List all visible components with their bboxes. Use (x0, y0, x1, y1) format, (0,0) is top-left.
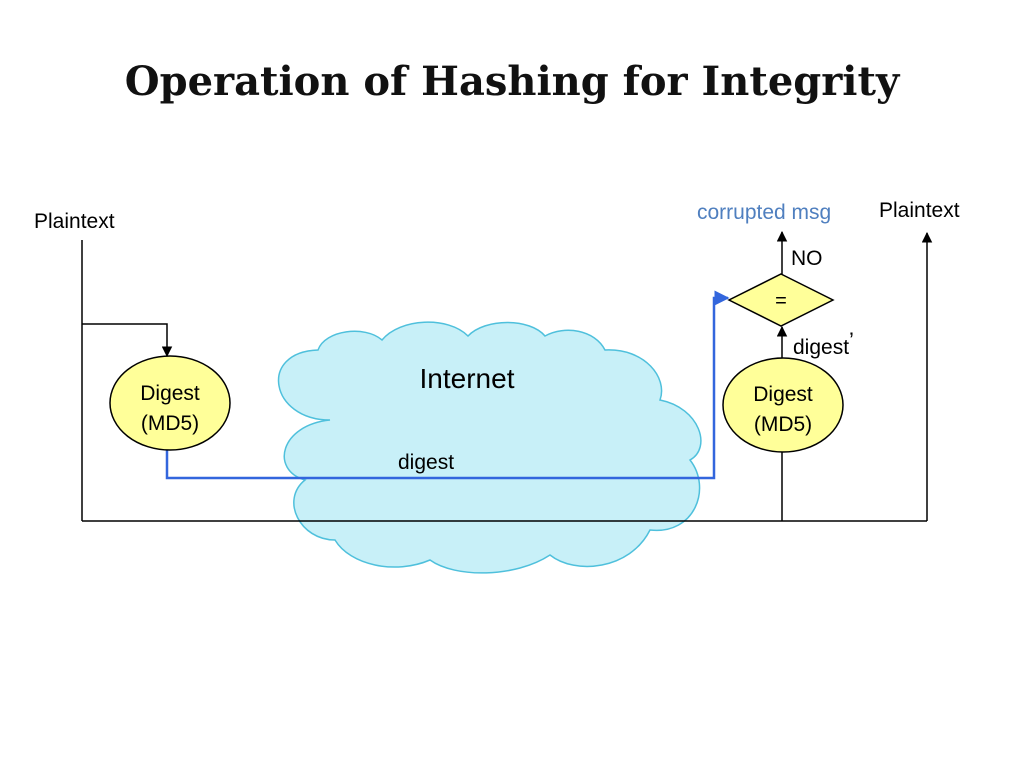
digest-prime-label: digest’ (793, 328, 854, 359)
left-digest-node (109, 355, 231, 451)
right-digest-line1: Digest (753, 383, 813, 406)
digest-prime-text: digest (793, 336, 849, 359)
prime-mark: ’ (849, 328, 854, 353)
internet-label: Internet (420, 363, 515, 394)
left-digest-line1: Digest (140, 382, 200, 405)
left-branch-arrow (82, 323, 173, 358)
right-digest-node (722, 357, 844, 453)
internet-cloud (277, 321, 702, 574)
digest-channel-label: digest (398, 451, 454, 474)
digest-transmission-path (165, 290, 730, 480)
right-digest-line2: (MD5) (754, 413, 812, 436)
plaintext-right-label: Plaintext (879, 199, 960, 222)
corrupted-msg-label: corrupted msg (697, 201, 831, 224)
compare-diamond (727, 273, 835, 327)
plaintext-left-label: Plaintext (34, 210, 115, 233)
compare-symbol: = (775, 290, 787, 312)
left-digest-line2: (MD5) (141, 412, 199, 435)
page-title: Operation of Hashing for Integrity (124, 58, 900, 105)
no-label: NO (791, 247, 823, 270)
